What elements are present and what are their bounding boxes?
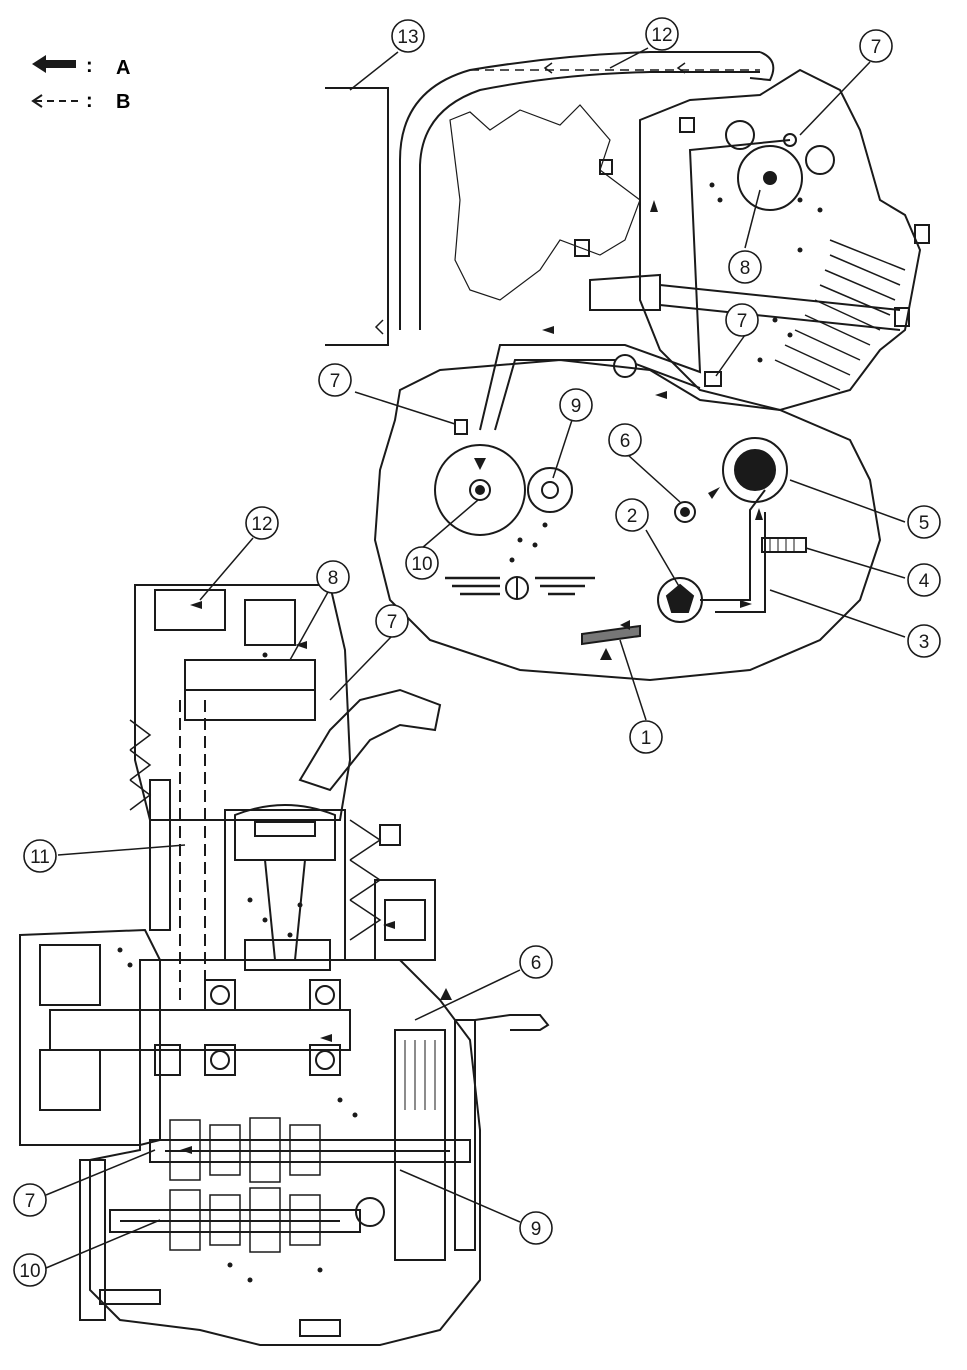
upper-oil-droplets	[509, 182, 823, 563]
crank-gear	[434, 444, 526, 536]
callout-label: 12	[251, 514, 272, 535]
lower-engine-section-view	[19, 584, 550, 1346]
callout-label: 7	[387, 612, 398, 633]
callout-label: 13	[397, 27, 418, 48]
lower-callout-labels: 12 8 7 11 6 7 9 10	[19, 514, 541, 1282]
legend: : A : B	[31, 55, 130, 113]
scavenge-pump	[657, 577, 703, 623]
piston	[234, 804, 336, 861]
legend-label-a: A	[116, 57, 130, 79]
legend-separator: :	[86, 55, 93, 77]
legend-label-b: B	[116, 91, 130, 113]
callout-label: 6	[531, 953, 542, 974]
main-shaft	[149, 1139, 471, 1163]
callout-label: 11	[30, 847, 50, 868]
upper-callouts	[349, 47, 906, 721]
callout-label: 7	[25, 1191, 36, 1212]
callout-label: 5	[919, 513, 930, 534]
oil-feed-line	[479, 139, 791, 431]
callout-label: 6	[620, 431, 631, 452]
callout-label: 12	[651, 25, 672, 46]
callout-label: 7	[871, 37, 882, 58]
oil-jet	[674, 501, 696, 523]
callout-label: 2	[627, 506, 638, 527]
upper-flow-arrows	[474, 200, 763, 660]
oil-strainer	[581, 624, 641, 646]
lower-oil-pump	[355, 1197, 385, 1227]
callout-label: 8	[740, 258, 751, 279]
relief-valve	[761, 537, 807, 553]
balancer-gear	[527, 467, 573, 513]
callout-label: 9	[531, 1219, 542, 1240]
oil-pump-rotor	[722, 437, 788, 503]
callout-label: 7	[737, 311, 748, 332]
dashed-arrow-icon	[31, 94, 78, 108]
lower-callouts	[45, 537, 521, 1269]
callout-label: 10	[411, 554, 432, 575]
lower-flow-arrows	[180, 601, 452, 1154]
lower-callout-circles	[13, 506, 553, 1287]
callout-label: 9	[571, 396, 582, 417]
lower-oil-droplets	[117, 652, 358, 1283]
camshaft	[737, 145, 803, 211]
solid-arrow-icon	[32, 55, 76, 73]
legend-separator: :	[86, 90, 93, 112]
callout-label: 7	[330, 371, 341, 392]
cylinder	[224, 809, 346, 961]
upper-engine-side-view	[325, 51, 930, 682]
callout-label: 3	[919, 632, 930, 653]
upper-callout-circles	[318, 17, 941, 754]
cylinder-head	[639, 68, 922, 412]
callout-label: 8	[328, 568, 339, 589]
section-head	[134, 584, 352, 821]
callout-label: 10	[19, 1261, 40, 1282]
upper-callout-labels: 13 12 7 8 7 7 9 6 2 5 4 10 3 1	[330, 25, 930, 749]
oil-tank-outline	[325, 87, 389, 346]
callout-label: 1	[641, 728, 652, 749]
clutch	[394, 1029, 446, 1261]
callout-label: 4	[919, 571, 930, 592]
crankcase-outline	[373, 358, 882, 682]
section-crankcase	[89, 959, 481, 1346]
